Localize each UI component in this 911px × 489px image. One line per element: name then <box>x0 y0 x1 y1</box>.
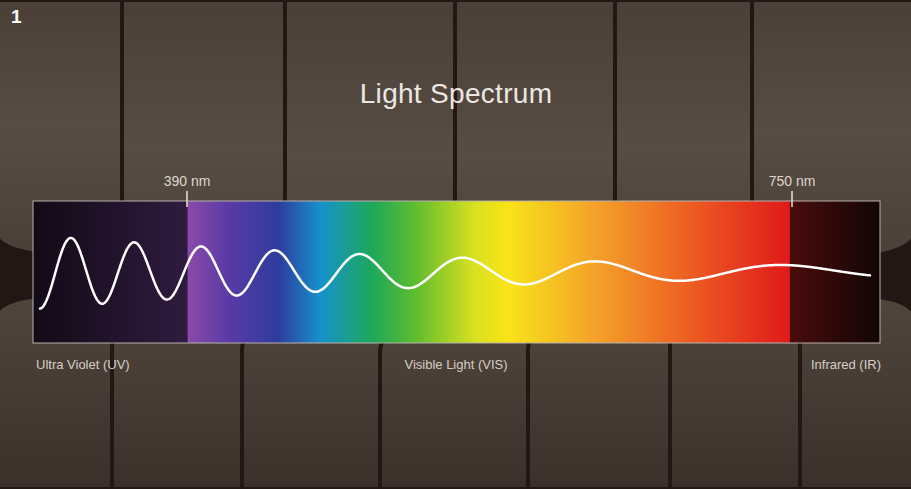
wavelength-mark: 390 nm <box>164 173 211 189</box>
band-label: Visible Light (VIS) <box>404 357 507 372</box>
wavelength-mark: 750 nm <box>769 173 816 189</box>
figure-number: 1 <box>11 6 22 28</box>
tick-mark <box>186 191 188 207</box>
spectrum-bar <box>33 201 880 343</box>
wave-line <box>40 238 870 309</box>
title: Light Spectrum <box>360 78 553 110</box>
tick-mark <box>791 191 793 207</box>
wave <box>40 238 870 309</box>
band-label: Ultra Violet (UV) <box>36 357 130 372</box>
band-label: Infrared (IR) <box>811 357 881 372</box>
